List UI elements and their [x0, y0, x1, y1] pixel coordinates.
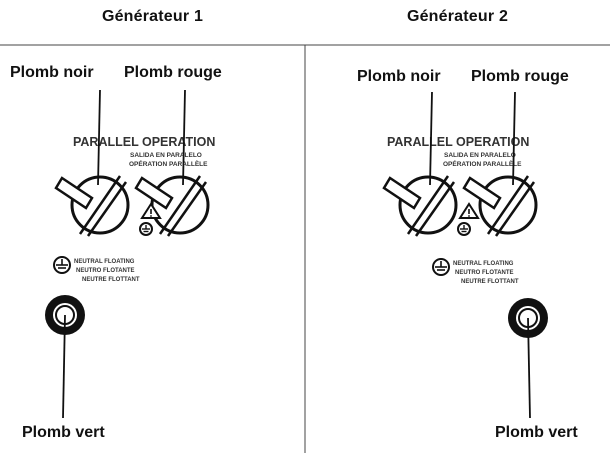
generator-1-panel: PARALLEL OPERATION SALIDA EN PARALELO OP…	[45, 89, 215, 419]
operation-parallele-text: OPÉRATION PARALLÈLE	[129, 159, 208, 168]
gen1-red-lead-label: Plomb rouge	[124, 64, 222, 81]
salida-en-paralelo-text: SALIDA EN PARALELO	[130, 152, 202, 159]
gen2-red-lead-label: Plomb rouge	[471, 68, 569, 85]
neutre-flottant-text: NEUTRE FLOTTANT	[461, 279, 519, 285]
red-terminal	[462, 175, 538, 237]
warning-icon	[458, 202, 480, 219]
warning-icon	[140, 202, 162, 219]
neutre-flottant-text: NEUTRE FLOTTANT	[82, 277, 140, 283]
ground-symbol-icon	[457, 222, 471, 236]
black-lead-pointer	[429, 91, 433, 186]
operation-parallele-text: OPÉRATION PARALLÈLE	[443, 159, 522, 168]
ground-symbol-icon	[139, 222, 153, 236]
neutral-floating-text: NEUTRAL FLOATING	[74, 259, 135, 265]
black-terminal	[382, 175, 458, 237]
green-lead-pointer	[527, 317, 531, 419]
parallel-operation-text: PARALLEL OPERATION	[387, 135, 529, 149]
red-lead-pointer	[512, 91, 516, 186]
gen1-green-lead-label: Plomb vert	[22, 424, 105, 441]
generator-2-panel: PARALLEL OPERATION SALIDA EN PARALELO OP…	[382, 91, 548, 419]
black-lead-pointer	[97, 89, 101, 186]
gen2-green-lead-label: Plomb vert	[495, 424, 578, 441]
neutro-flotante-text: NEUTRO FLOTANTE	[455, 270, 514, 276]
neutral-ground-icon	[53, 256, 71, 274]
neutral-ground-icon	[432, 258, 450, 276]
black-terminal	[54, 175, 130, 237]
neutral-floating-text: NEUTRAL FLOATING	[453, 261, 514, 267]
red-lead-pointer	[182, 89, 186, 186]
generator-2-title: Générateur 2	[406, 8, 509, 25]
green-lead-pointer	[62, 314, 66, 419]
generator-1-title: Générateur 1	[101, 8, 204, 25]
neutro-flotante-text: NEUTRO FLOTANTE	[76, 268, 135, 274]
gen1-black-lead-label: Plomb noir	[10, 64, 94, 81]
gen2-black-lead-label: Plomb noir	[357, 68, 441, 85]
salida-en-paralelo-text: SALIDA EN PARALELO	[444, 152, 516, 159]
parallel-operation-text: PARALLEL OPERATION	[73, 135, 215, 149]
